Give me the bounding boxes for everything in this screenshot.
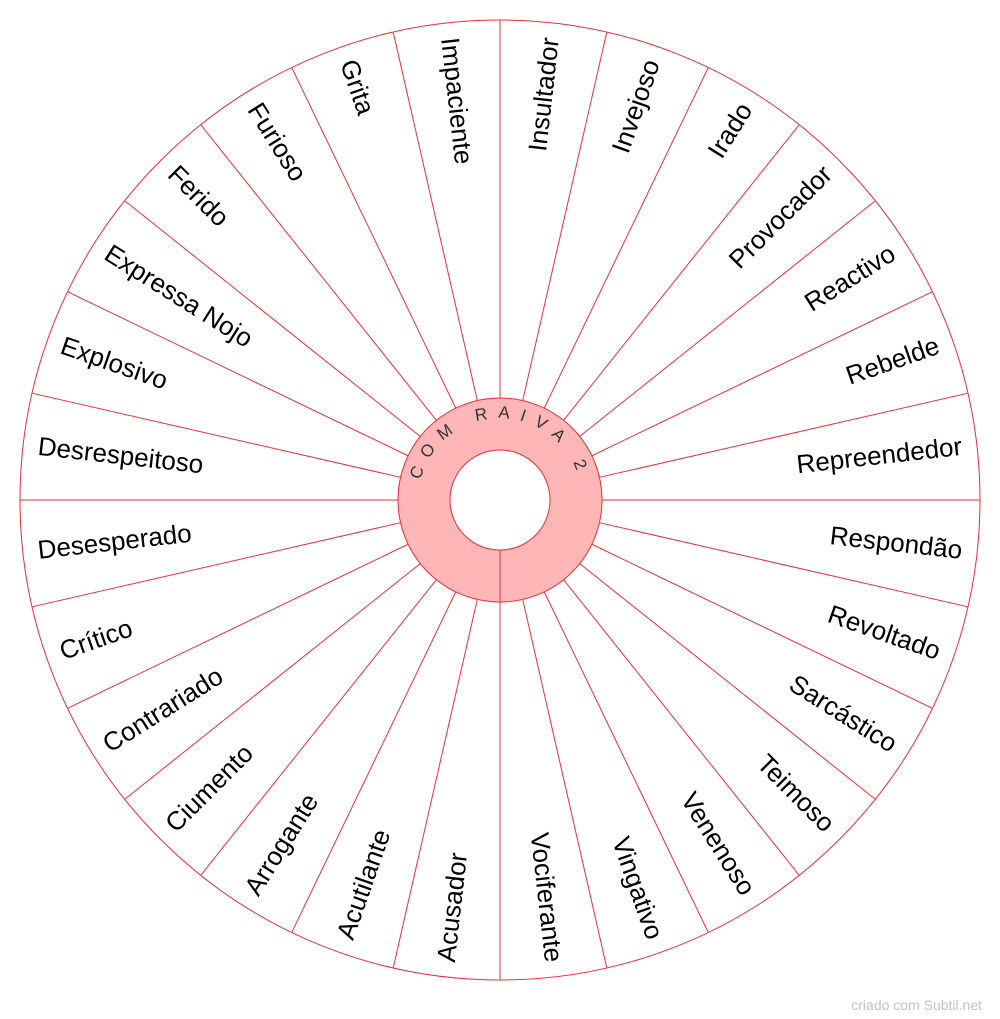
segment-label: Ferido xyxy=(162,159,235,232)
segment-label: Ciumento xyxy=(159,738,259,838)
wheel-spoke xyxy=(591,291,933,457)
wheel-spoke xyxy=(599,392,969,478)
segment-label: Revoltado xyxy=(824,599,944,666)
outer-ring xyxy=(19,19,981,981)
wheel-spoke xyxy=(563,124,800,421)
wheel-spoke xyxy=(543,591,709,933)
wheel-spoke xyxy=(200,124,437,421)
credit-footer: criado com Subtil.net xyxy=(851,997,982,1013)
wheel-spoke xyxy=(67,291,409,457)
segment-label: Crítico xyxy=(55,613,136,666)
wheel-spoke xyxy=(67,543,409,709)
segment-label: Acutilante xyxy=(330,825,396,943)
segment-label: Respondão xyxy=(828,520,964,565)
segment-label: Insultador xyxy=(522,36,565,153)
segment-label: Desrespeitoso xyxy=(36,431,205,479)
segment-label: Irado xyxy=(701,97,758,163)
wheel-spoke xyxy=(124,200,421,437)
segment-label: Provocador xyxy=(723,159,838,274)
segment-label: Contrariado xyxy=(97,661,228,759)
wheel-spoke xyxy=(31,522,401,608)
wheel-spoke xyxy=(522,599,608,969)
segment-label: Expressa Nojo xyxy=(99,238,258,353)
wheel-spoke xyxy=(579,563,876,800)
wheel-spoke xyxy=(291,67,457,409)
wheel-spoke xyxy=(563,579,800,876)
segment-label: Acusador xyxy=(431,851,473,964)
wheel-spoke xyxy=(522,31,608,401)
segment-label: Invejoso xyxy=(605,55,665,156)
wheel-spoke xyxy=(579,200,876,437)
segment-label: Impaciente xyxy=(435,36,479,166)
wheel-spoke xyxy=(200,579,437,876)
wheel-spoke xyxy=(591,543,933,709)
wheel-spoke xyxy=(543,67,709,409)
wheel-spokes xyxy=(20,20,980,980)
wheel-spoke xyxy=(392,31,478,401)
wheel-spoke xyxy=(291,591,457,933)
hub: COM RAIVA 2 xyxy=(397,397,603,603)
wheel-spoke xyxy=(392,599,478,969)
segment-label: Desesperado xyxy=(36,518,193,565)
segment-label: Rebelde xyxy=(842,330,943,390)
segment-label: Sarcástico xyxy=(784,668,903,758)
segment-label: Explosivo xyxy=(57,330,172,395)
wheel-spoke xyxy=(124,563,421,800)
segment-label: Furioso xyxy=(242,97,314,186)
hub-ring xyxy=(397,397,603,603)
wheel-spoke xyxy=(31,392,401,478)
segment-label: Vingativo xyxy=(606,833,669,943)
segment-label: Arrogante xyxy=(238,788,324,901)
segment-label: Grita xyxy=(334,55,381,119)
segment-label: Vociferante xyxy=(525,831,569,964)
segment-label: Repreendedor xyxy=(795,431,964,479)
wheel-spoke xyxy=(599,522,969,608)
segment-label: Venenoso xyxy=(675,787,762,901)
